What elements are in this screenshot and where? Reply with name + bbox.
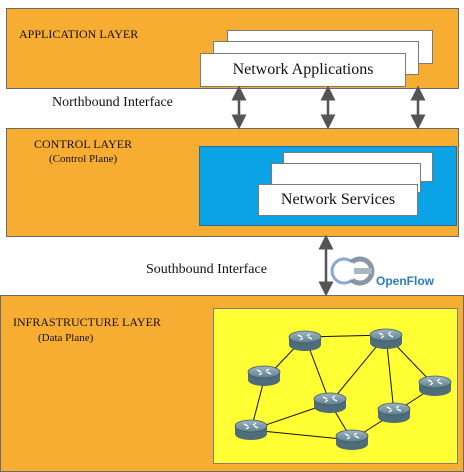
network-applications-label: Network Applications bbox=[232, 61, 374, 78]
application-layer-title: APPLICATION LAYER bbox=[19, 27, 139, 41]
northbound-interface-label: Northbound Interface bbox=[52, 95, 173, 110]
network-services-card: Network Services bbox=[258, 184, 418, 216]
router-icon bbox=[288, 330, 322, 351]
router-icon bbox=[369, 328, 403, 349]
control-layer-subtitle: (Control Plane) bbox=[49, 153, 118, 165]
router-icon bbox=[313, 392, 347, 413]
southbound-interface-label: Southbound Interface bbox=[146, 262, 267, 277]
network-applications-card: Network Applications bbox=[200, 53, 406, 87]
infrastructure-layer-subtitle: (Data Plane) bbox=[38, 332, 94, 344]
router-icon bbox=[247, 365, 281, 386]
network-links bbox=[250, 334, 436, 441]
router-icon bbox=[418, 375, 452, 396]
network-services-label: Network Services bbox=[280, 191, 396, 208]
control-layer-title: CONTROL LAYER bbox=[34, 137, 133, 151]
infrastructure-layer-title: INFRASTRUCTURE LAYER bbox=[13, 315, 161, 329]
router-icon bbox=[335, 429, 369, 450]
openflow-logo-text: OpenFlow bbox=[376, 274, 435, 288]
router-icon bbox=[377, 402, 411, 423]
router-icon bbox=[234, 419, 268, 440]
openflow-logo: OpenFlow bbox=[330, 256, 435, 288]
